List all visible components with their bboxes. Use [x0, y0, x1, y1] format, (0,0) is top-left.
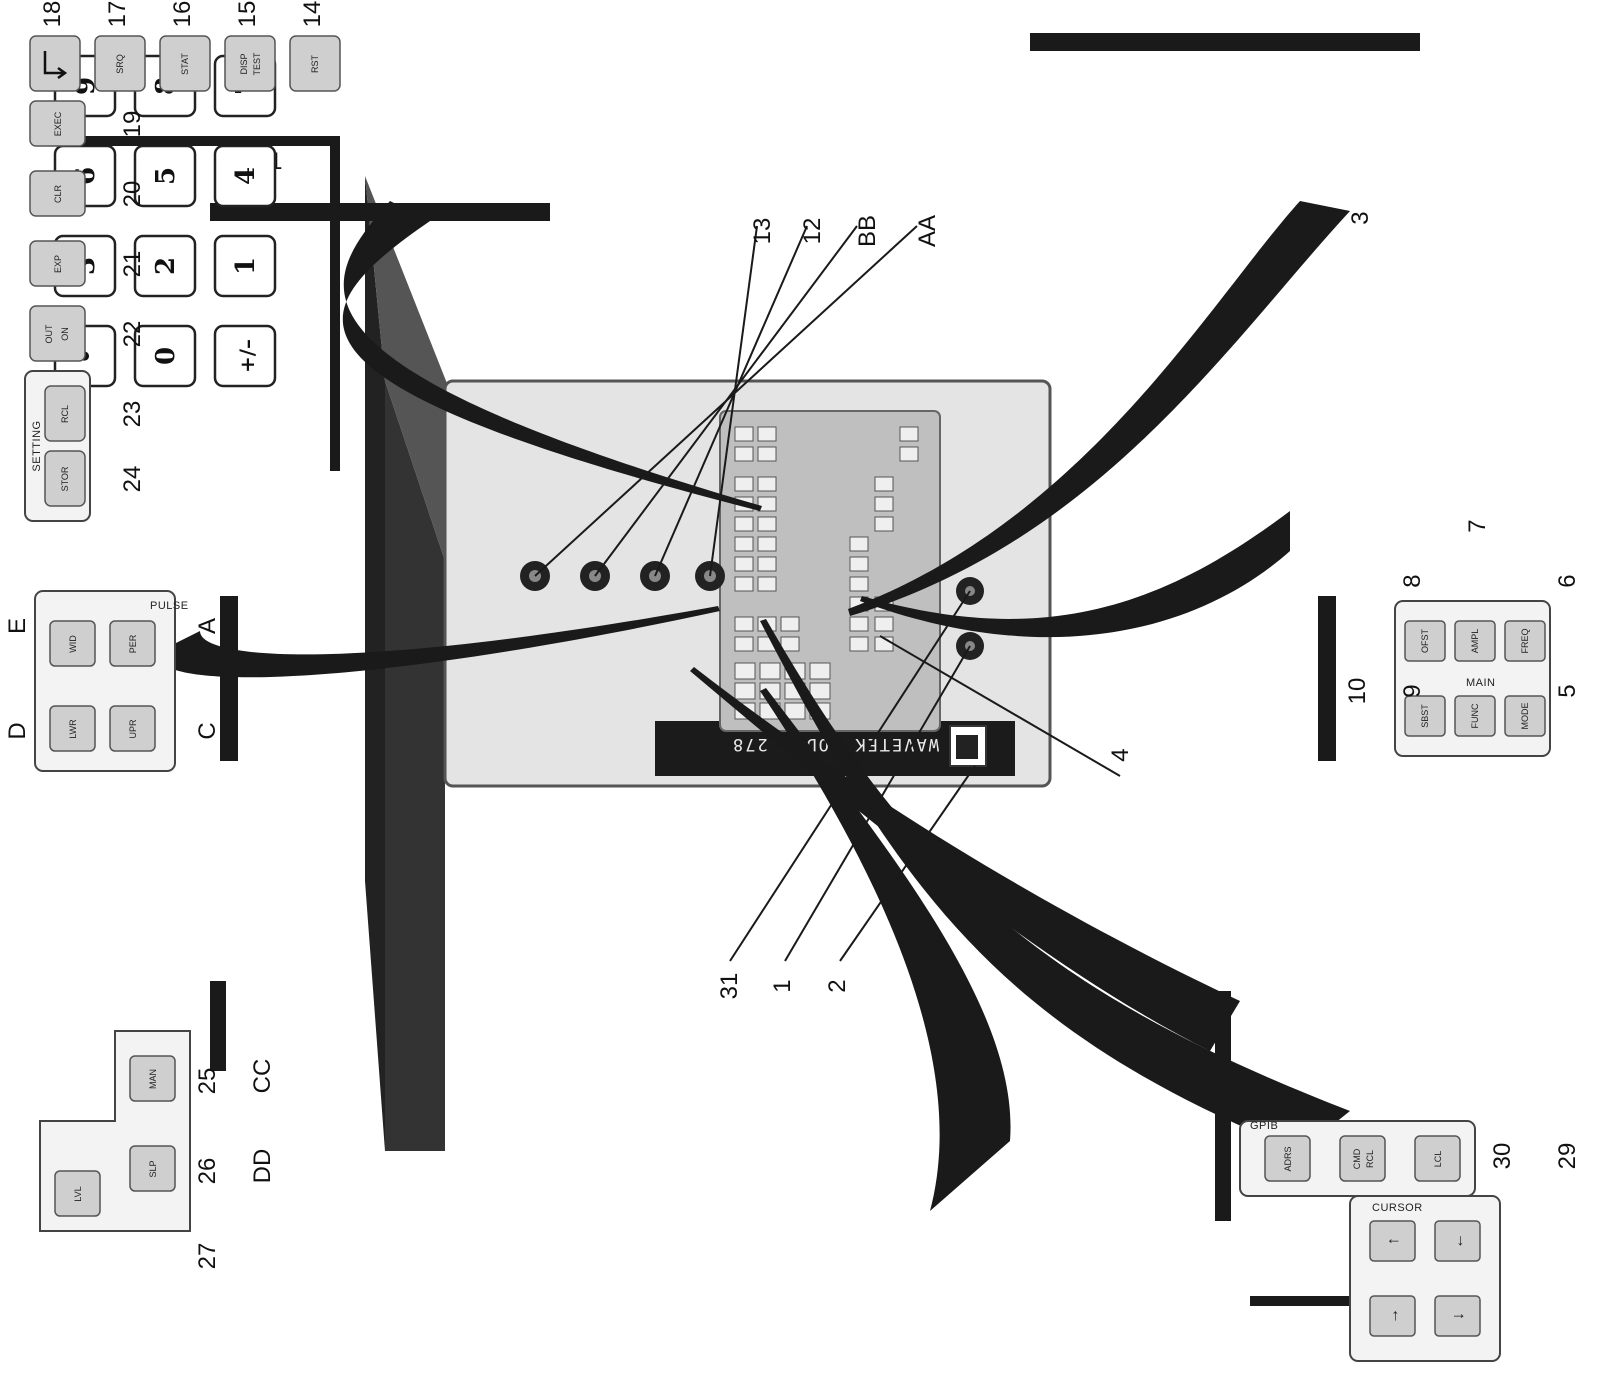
pulse-group-label: PULSE [150, 600, 189, 612]
mode-label: MODE [1520, 703, 1530, 730]
gpib-group-label: GPIB [1250, 1120, 1278, 1132]
callout-25: 25 [194, 1068, 221, 1095]
bar-system-horizontal [65, 136, 330, 146]
rst-label: RST [310, 54, 320, 73]
stat-label: STAT [180, 53, 190, 75]
callout-4: 4 [1107, 748, 1134, 761]
cursor-group-label: CURSOR [1372, 1202, 1423, 1214]
stor-label: STOR [60, 466, 70, 491]
per-label: PER [128, 634, 138, 653]
gpib-rcl-label: RCL [1365, 1150, 1375, 1168]
callout-19: 19 [119, 111, 146, 138]
disp-label: DISP [239, 53, 249, 74]
trigger-key[interactable] [30, 36, 80, 91]
slp-label: SLP [148, 1160, 158, 1177]
wid-label: WID [68, 635, 78, 653]
callout-A: A [194, 618, 221, 634]
bar-cursor [1250, 1296, 1350, 1306]
bar-main [1318, 596, 1336, 761]
callout-BB: BB [854, 215, 881, 247]
callout-18: 18 [39, 1, 66, 28]
adrs-label: ADRS [1283, 1146, 1293, 1171]
cmd-rcl-key[interactable] [1340, 1136, 1385, 1181]
key-5-label: 5 [151, 167, 181, 185]
callout-20: 20 [119, 181, 146, 208]
cursor-right-label: → [1385, 1308, 1402, 1324]
bar-trig [210, 981, 226, 1071]
clr-label: CLR [53, 185, 63, 204]
callout-21: 21 [119, 251, 146, 278]
lwr-label: LWR [68, 719, 78, 739]
callout-17: 17 [104, 1, 131, 28]
callout-23: 23 [119, 401, 146, 428]
cmd-label: CMD [1352, 1148, 1362, 1169]
callout-30: 30 [1489, 1143, 1516, 1170]
disp-test-key[interactable] [225, 36, 275, 91]
exp-label: EXP [53, 255, 63, 273]
setting-label: SETTING [31, 420, 43, 471]
callout-22: 22 [119, 321, 146, 348]
out-on-key[interactable] [30, 306, 85, 361]
callout-10: 10 [1344, 678, 1371, 705]
srq-label: SRQ [115, 54, 125, 74]
key-0-label: 0 [151, 347, 181, 365]
key-4-label: 4 [231, 167, 261, 185]
lvl-label: LVL [73, 1186, 83, 1201]
bar-keypad [1030, 33, 1420, 51]
key-plus-minus-label: +/– [235, 339, 259, 373]
key-2-label: 2 [151, 257, 181, 275]
callout-24: 24 [119, 466, 146, 493]
callout-14: 14 [299, 1, 326, 28]
cursor-up-label: ↑ [1385, 1237, 1402, 1245]
callout-16: 16 [169, 1, 196, 28]
callout-12: 12 [799, 218, 826, 245]
lcl-label: LCL [1433, 1151, 1443, 1168]
callout-9: 9 [1399, 684, 1426, 697]
callout-CC: CC [249, 1059, 276, 1094]
callout-AA: AA [914, 215, 941, 247]
callout-E: E [4, 618, 31, 634]
out-label: OUT [44, 324, 54, 344]
callout-DD: DD [249, 1149, 276, 1184]
main-group: 10 MAIN OFST AMPL FREQ SBST FUNC MODE 8 … [1318, 519, 1581, 761]
on-label: ON [60, 327, 70, 341]
callout-27: 27 [194, 1243, 221, 1270]
callout-13: 13 [749, 218, 776, 245]
main-group-label: MAIN [1466, 677, 1496, 689]
pulse-group: PULSE PER WID UPR LWR A C E D [4, 591, 238, 771]
callout-C: C [194, 722, 221, 739]
callout-1: 1 [769, 979, 796, 992]
test-label: TEST [252, 52, 262, 76]
callout-26: 26 [194, 1158, 221, 1185]
anchor-bars [1030, 33, 1420, 51]
func-label: FUNC [1470, 703, 1480, 728]
ampl-label: AMPL [1470, 629, 1480, 654]
bar-pulse [220, 596, 238, 761]
bar-system-vertical [330, 136, 340, 471]
callout-6: 6 [1554, 574, 1581, 587]
callout-15: 15 [234, 1, 261, 28]
rcl-label: RCL [60, 405, 70, 423]
callout-31: 31 [716, 973, 743, 1000]
bar-gpib [1215, 991, 1231, 1221]
trig-group: TRIG MAN SLP LVL 25 26 27 [40, 981, 226, 1269]
man-label: MAN [148, 1069, 158, 1089]
cursor-down-label: ↓ [1450, 1312, 1467, 1320]
callout-5: 5 [1554, 684, 1581, 697]
ofst-label: OFST [1420, 628, 1430, 653]
upr-label: UPR [128, 719, 138, 739]
callout-29: 29 [1554, 1143, 1581, 1170]
key-1-label: 1 [231, 257, 261, 275]
callout-7: 7 [1464, 519, 1491, 532]
callout-D: D [4, 722, 31, 739]
sbst-label: SBST [1420, 704, 1430, 728]
freq-label: FREQ [1520, 628, 1530, 653]
exec-label: EXEC [53, 111, 63, 136]
cursor-left-label: ← [1450, 1233, 1467, 1249]
callout-3: 3 [1347, 211, 1374, 224]
callout-2: 2 [824, 979, 851, 992]
callout-8: 8 [1399, 574, 1426, 587]
